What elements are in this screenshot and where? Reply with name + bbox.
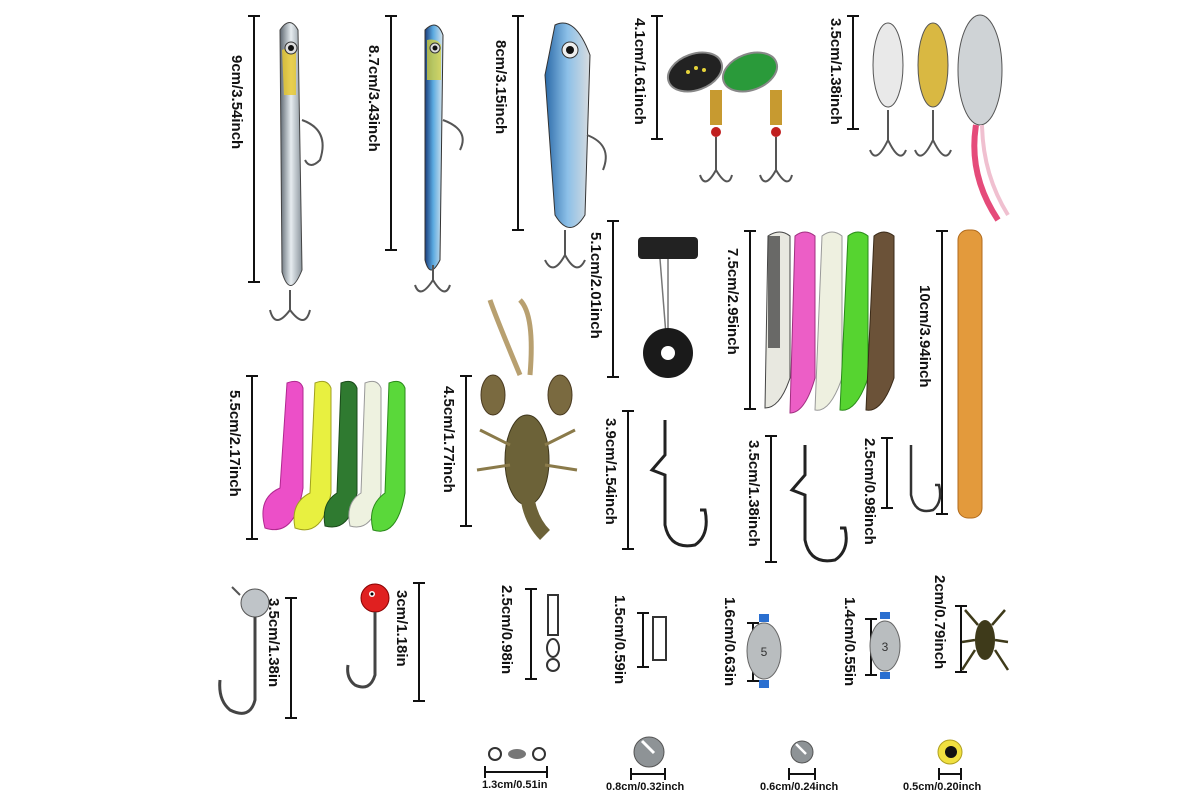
size-label: 0.8cm/0.32inch [606, 781, 685, 793]
egg-sinker-5: 5 [746, 614, 782, 688]
spinner-lures [666, 51, 793, 183]
measure-line [765, 435, 777, 563]
measure-line [622, 410, 634, 550]
minnow-lure-large [269, 22, 324, 321]
measure-line [788, 768, 816, 780]
size-label: 1.6cm/0.63in [721, 597, 738, 687]
size-label: 3.5cm/1.38inch [827, 18, 844, 125]
measure-line [630, 768, 666, 780]
size-label: 1.5cm/0.59in [611, 595, 628, 685]
sinker-number: 3 [882, 640, 889, 654]
soft-crawfish [476, 298, 578, 540]
size-label: 3.9cm/1.54inch [602, 418, 619, 525]
size-label: 4.1cm/1.61inch [631, 18, 648, 125]
sinker-number: 5 [761, 645, 768, 659]
measure-line [512, 15, 524, 231]
size-label: 1.3cm/0.51in [482, 779, 548, 791]
size-label: 8cm/3.15inch [492, 40, 509, 135]
measure-line [938, 768, 962, 780]
vib-lure [544, 22, 607, 269]
measure-line [637, 612, 649, 668]
measure-line [607, 220, 619, 378]
paddle-tail-soft-baits [764, 231, 895, 414]
minnow-lure-medium [414, 24, 464, 293]
spoon-lures [869, 14, 1010, 222]
measure-line [651, 15, 663, 140]
measure-line [955, 605, 967, 673]
worm-hook-medium [789, 445, 848, 563]
size-label: 7.5cm/2.95inch [724, 248, 741, 355]
size-label: 2cm/0.79inch [931, 575, 948, 670]
bobber-stoppers [638, 237, 698, 378]
measure-line [847, 15, 859, 130]
measure-line [385, 15, 397, 251]
worm-hook-small [909, 445, 942, 513]
split-shot-large [633, 736, 665, 768]
jig-head-silver [218, 586, 270, 715]
size-label: 3.5cm/1.38inch [745, 440, 762, 547]
size-label: 4.5cm/1.77inch [440, 386, 457, 493]
size-label: 0.5cm/0.20inch [903, 781, 982, 793]
curly-tail-grubs [262, 380, 406, 532]
size-label: 9cm/3.54inch [228, 55, 245, 150]
snap-swivel [546, 594, 560, 672]
size-label: 8.7cm/3.43inch [365, 45, 382, 152]
snap-clip [652, 616, 667, 661]
soft-cricket [960, 609, 1010, 671]
measure-line [484, 766, 548, 778]
measure-line [525, 588, 537, 680]
size-label: 3.5cm/1.38in [265, 598, 282, 688]
jig-head-red [346, 583, 390, 689]
measure-line [460, 375, 472, 527]
size-label: 1.4cm/0.55in [841, 597, 858, 687]
measure-line [285, 597, 297, 719]
measure-line [936, 230, 948, 515]
measure-line [744, 230, 756, 410]
size-label: 2.5cm/0.98inch [861, 438, 878, 545]
measure-line [881, 437, 893, 509]
fishing-bead [937, 739, 963, 765]
measure-line [413, 582, 425, 702]
egg-sinker-3: 3 [869, 612, 901, 679]
size-label: 2.5cm/0.98in [498, 585, 515, 675]
size-label: 3cm/1.18in [393, 590, 410, 667]
measure-line [248, 15, 260, 283]
split-shot-small [790, 740, 814, 764]
size-label: 5.5cm/2.17inch [226, 390, 243, 497]
stick-worm [957, 229, 983, 519]
size-label: 10cm/3.94inch [916, 285, 933, 388]
worm-hook-large [649, 420, 708, 548]
barrel-swivel [488, 747, 546, 761]
size-label: 0.6cm/0.24inch [760, 781, 839, 793]
measure-line [246, 375, 258, 540]
